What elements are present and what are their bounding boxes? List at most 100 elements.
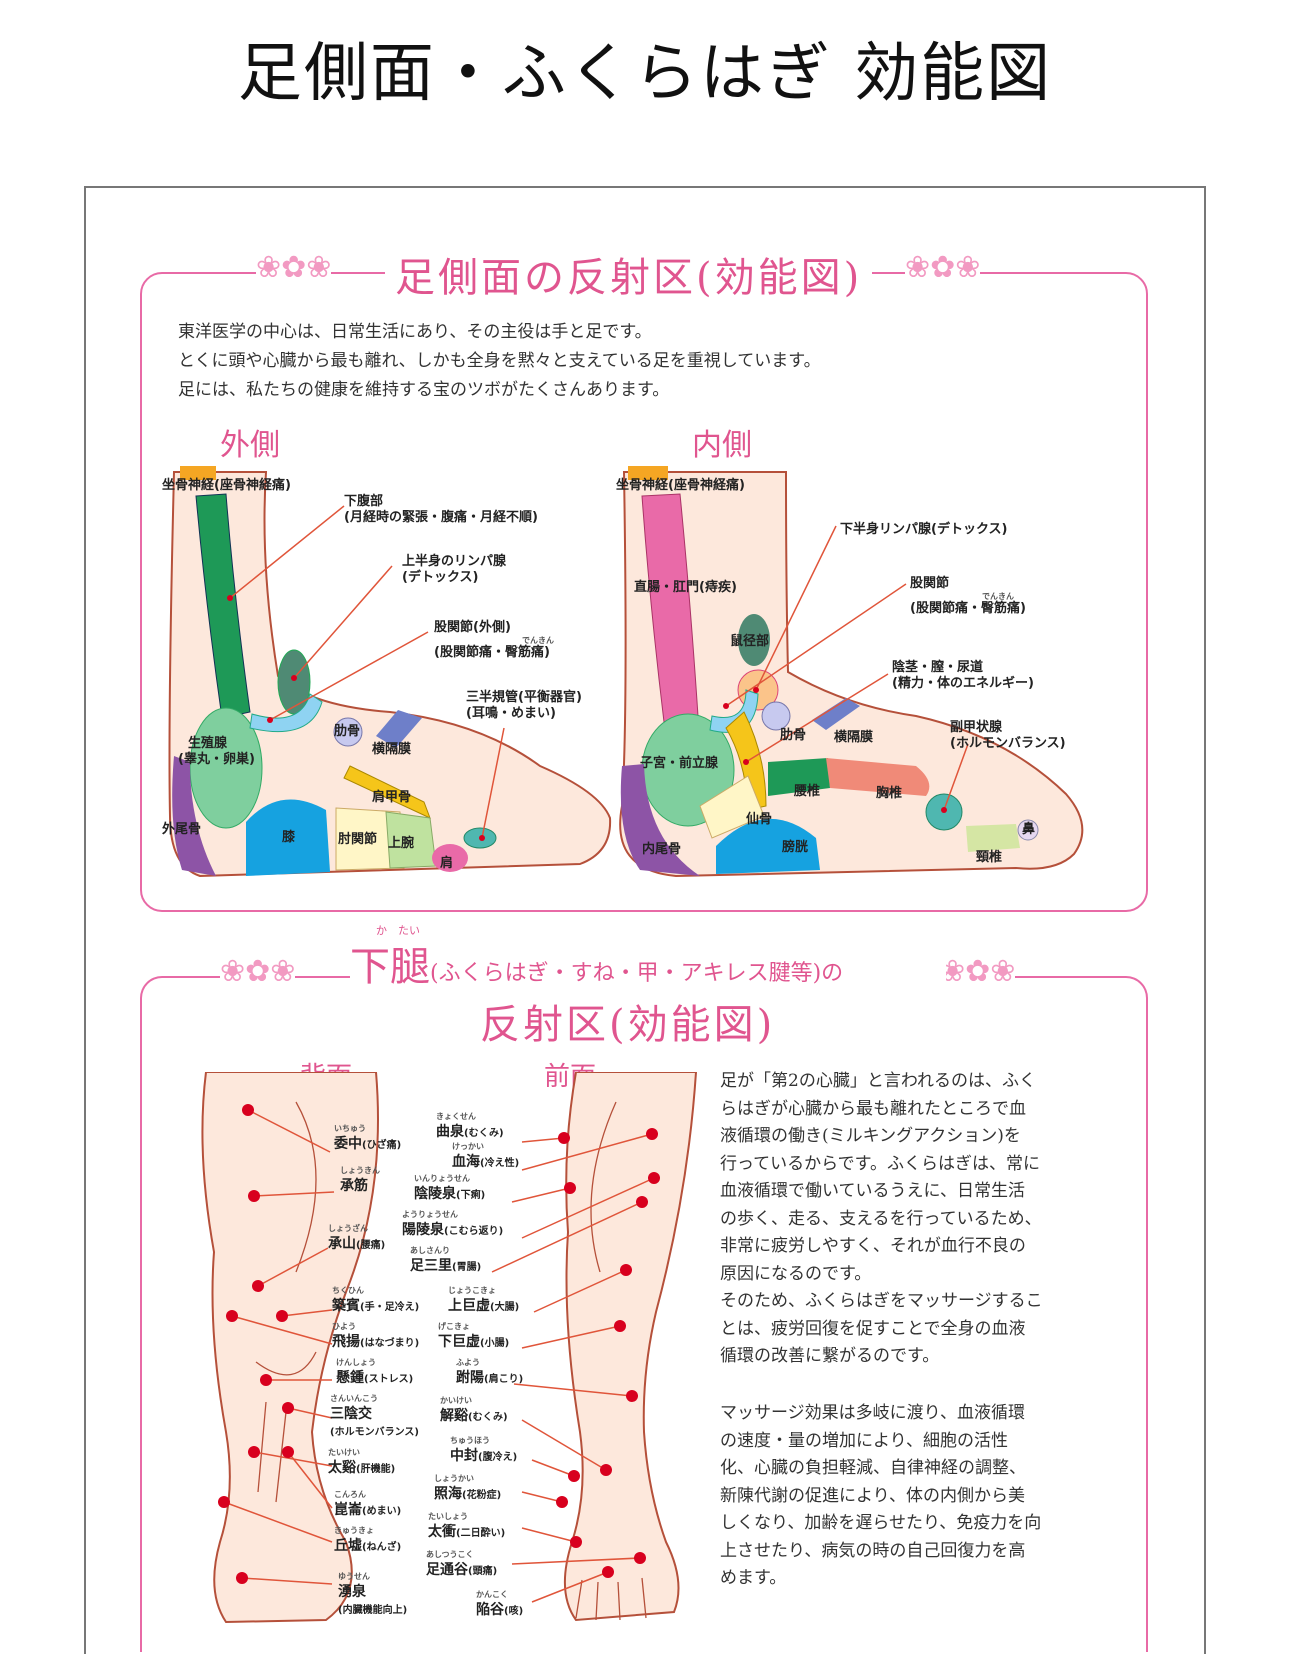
inner-coccyx-zone (620, 764, 700, 876)
back-point-label: ちくひん築賓(手・足冷え) (332, 1286, 419, 1315)
ruby-text: でんきん (522, 636, 554, 645)
text-line: 新陳代謝の促進により、体の内側から美 (720, 1485, 1025, 1506)
point-name: 築賓 (332, 1298, 360, 1314)
ruby-text: あしつうこく (426, 1550, 474, 1559)
point-effect: (花粉症) (462, 1490, 502, 1501)
ruby-text: いちゅう (334, 1124, 366, 1133)
ruby-text: しょうきん (340, 1166, 380, 1175)
text-line: 行っているからです。ふくらはぎは、常に (720, 1153, 1040, 1174)
point-effect: (咳) (504, 1606, 524, 1617)
outer-shoulder-label: 肩 (440, 856, 454, 871)
point-effect: (むくみ) (464, 1128, 504, 1139)
inner-rib-label: 肋骨 (780, 728, 807, 743)
label-text: (耳鳴・めまい) (466, 706, 556, 721)
ruby-text: ふよう (456, 1358, 480, 1367)
back-point-label: ひよう飛揚(はなづまり) (332, 1322, 419, 1351)
point-effect: (ひざ痛) (362, 1140, 402, 1151)
point-name: 曲泉 (436, 1124, 464, 1140)
outer-gonad-label: 生殖腺(睾丸・卵巣) (178, 736, 255, 768)
groin-zone (738, 614, 770, 666)
acupoint-dot (248, 1446, 260, 1458)
point-name: 陥谷 (476, 1602, 504, 1618)
acupoint-dot (648, 1172, 660, 1184)
front-point-label: じょうこきょ上巨虚(大腸) (448, 1286, 519, 1315)
point-name: 中封 (450, 1448, 478, 1464)
acupoint-dot (558, 1132, 570, 1144)
front-point-label: げこきょ下巨虚(小腸) (438, 1322, 509, 1351)
acupoint-dot (282, 1402, 294, 1414)
inner-point (753, 687, 759, 693)
point-name: 足三里 (410, 1258, 452, 1274)
inner-nose-label: 鼻 (1022, 822, 1036, 837)
point-effect: (胃腸) (452, 1262, 482, 1273)
shoulder-zone (432, 844, 468, 872)
label-text: (月経時の緊張・腹痛・月経不順) (344, 510, 538, 525)
acupoint-dot (568, 1470, 580, 1482)
acupoint-dot (620, 1264, 632, 1276)
point-name: 照海 (434, 1486, 462, 1502)
coccyx-zone (172, 756, 216, 876)
lumbar-zone (768, 758, 830, 796)
point-effect: (二日酔い) (456, 1528, 506, 1539)
rose-ornament-left-icon: ❀✿❀ (220, 954, 296, 989)
inner-sciatic-zone (628, 466, 668, 480)
point-name: 懸鍾 (336, 1370, 364, 1386)
point-name: 上巨虚 (448, 1298, 490, 1314)
intro-line: とくに頭や心臓から最も離れ、しかも全身を黙々と支えている足を重視しています。 (178, 351, 821, 371)
cervical-zone (966, 824, 1020, 852)
ruby-text: じょうこきょ (448, 1286, 496, 1295)
point-effect: (下痢) (456, 1190, 486, 1201)
calf-explanation-text: 足が「第2の心臓」と言われるのは、ふく らはぎが心臓から最も離れたところで血 液… (720, 1068, 1120, 1371)
outer-lower-abdomen-label: 下腹部(月経時の緊張・腹痛・月経不順) (344, 494, 538, 526)
point-effect: (腰痛) (356, 1240, 386, 1251)
outer-point (291, 675, 297, 681)
inner-bladder-label: 膀胱 (782, 840, 809, 855)
acupoint-dot (276, 1310, 288, 1322)
acupoint-dot (218, 1496, 230, 1508)
section2-title: か たい 下腿(ふくらはぎ・すね・甲・アキレス腱等)の 反射区(効能図) (350, 922, 946, 1050)
inner-point (723, 703, 729, 709)
inner-rectum-label: 直腸・肛門(痔疾) (634, 580, 737, 595)
point-effect: (腹冷え) (478, 1452, 518, 1463)
label-text: (デトックス) (402, 570, 479, 585)
point-name: 解谿 (440, 1408, 468, 1424)
outer-rib-label: 肋骨 (334, 724, 361, 739)
acupoint-dot (600, 1464, 612, 1476)
point-effect: (大腸) (490, 1302, 520, 1313)
ruby-text: ゆうせん (338, 1572, 370, 1581)
acupoint-dot (248, 1190, 260, 1202)
inner-diaphragm-label: 横隔膜 (834, 730, 874, 745)
point-name: 足通谷 (426, 1562, 468, 1578)
back-point-label: けんしょう懸鍾(ストレス) (336, 1358, 413, 1387)
title-paren: (ふくらはぎ・すね・甲・アキレス腱等)の (430, 961, 844, 986)
acupoint-dot (242, 1104, 254, 1116)
thoracic-zone (826, 758, 930, 796)
text-line: しくなり、加齢を遅らせたり、免疫力を向 (720, 1513, 1042, 1533)
text-line: マッサージ効果は多岐に渡り、血液循環 (720, 1403, 1025, 1423)
front-point-label: あしさんり足三里(胃腸) (410, 1246, 481, 1275)
section2-title-ruby: か たい (376, 924, 420, 937)
inner-point (743, 759, 749, 765)
back-point-label: たいけい太谿(肝機能) (328, 1448, 395, 1477)
title-main: 下腿 (350, 944, 430, 990)
rib-zone (333, 717, 363, 747)
point-name: 三陰交 (330, 1406, 372, 1422)
label-text: 股関節(外側) (434, 620, 511, 635)
point-effect: (めまい) (362, 1506, 402, 1517)
section2-title-line1: 下腿(ふくらはぎ・すね・甲・アキレス腱等)の (350, 934, 946, 992)
point-effect: (こむら返り) (444, 1226, 504, 1237)
acupoint-dot (556, 1496, 568, 1508)
ruby-text: けっかい (452, 1142, 484, 1151)
label-text: (ホルモンバランス) (950, 736, 1066, 751)
massage-effect-text: マッサージ効果は多岐に渡り、血液循環 の速度・量の増加により、細胞の活性 化、心… (720, 1400, 1120, 1593)
outer-semicircular-label: 三半規管(平衡器官)(耳鳴・めまい) (466, 690, 582, 722)
ruby-text: ちゅうほう (450, 1436, 490, 1445)
text-line: 原因になるのです。 (720, 1263, 872, 1284)
section2-title-line2: 反射区(効能図) (480, 1002, 776, 1048)
front-point-label: けっかい血海(冷え性) (452, 1142, 519, 1171)
point-name: 飛揚 (332, 1334, 360, 1350)
ruby-text: げこきょ (438, 1322, 470, 1331)
ruby-text: あしさんり (410, 1246, 450, 1255)
inner-side-label: 内側 (692, 428, 752, 463)
acupoint-dot (260, 1374, 272, 1386)
